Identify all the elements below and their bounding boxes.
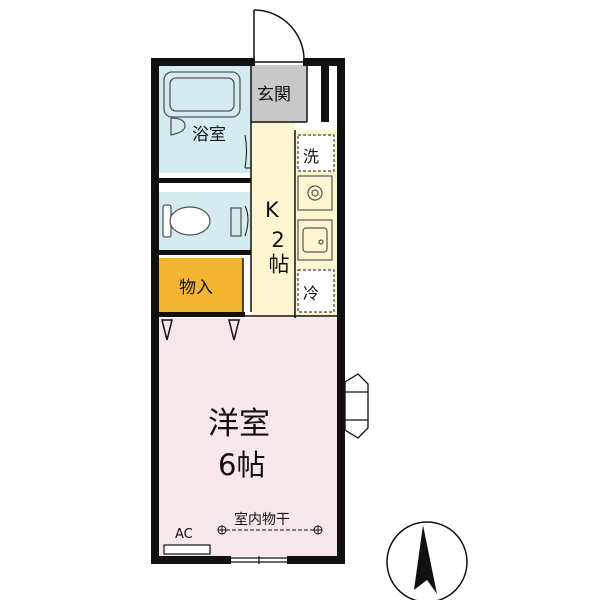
toilet-door <box>244 205 249 237</box>
fridge-space <box>297 269 335 313</box>
stove-icon <box>297 175 333 211</box>
bottom-window <box>231 556 287 564</box>
aircon-label: AC <box>175 527 193 542</box>
aircon-unit <box>163 544 211 555</box>
toilet-icon <box>162 204 242 238</box>
kitchen-size-label: 2帖 <box>266 228 290 275</box>
kitchen-fill <box>251 122 295 318</box>
indoor-drying-rail <box>217 525 323 535</box>
kitchen-label: K <box>265 198 279 222</box>
closet-doors <box>161 319 240 341</box>
storage-label: 物入 <box>179 278 213 298</box>
western-room-size-label: 6帖 <box>218 448 266 482</box>
indoor-drying-label: 室内物干 <box>234 512 290 528</box>
compass-icon <box>386 521 468 600</box>
bathroom-door <box>244 134 251 169</box>
sink-icon <box>297 219 333 261</box>
washer-label: 洗 <box>303 147 320 166</box>
entrance-fill <box>251 65 307 122</box>
walls <box>151 58 345 564</box>
entrance-door <box>253 9 305 63</box>
western-room-label: 洋室 <box>208 406 270 442</box>
storage-fill <box>157 258 243 314</box>
partitions <box>242 66 337 318</box>
window-bay <box>344 373 369 439</box>
entrance-label: 玄関 <box>257 85 291 105</box>
bathroom-fill <box>157 65 251 173</box>
washer-space <box>297 134 335 172</box>
bathroom-label: 浴室 <box>192 125 226 145</box>
bathtub-icon <box>163 71 241 136</box>
fridge-label: 冷 <box>303 284 320 303</box>
western-room-fill <box>157 318 337 556</box>
